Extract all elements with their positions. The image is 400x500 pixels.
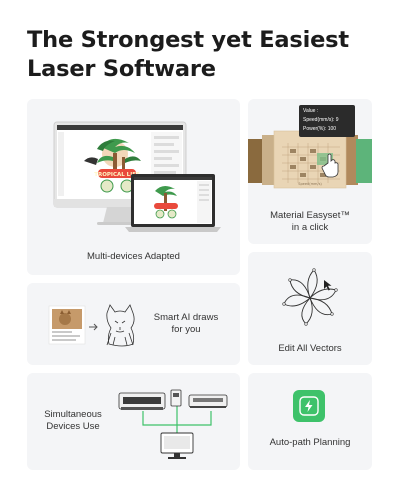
material-swatch-brown bbox=[344, 135, 358, 185]
smart-ai-card: Smart AI draws for you bbox=[27, 283, 240, 365]
tooltip-title: Value : bbox=[303, 108, 319, 114]
laser-module-icon bbox=[170, 389, 182, 407]
laser-cutter-icon bbox=[188, 394, 228, 408]
material-test-grid bbox=[273, 130, 347, 189]
value-tooltip: Value : Speed(mm/s): 9 Power(%): 100 bbox=[299, 105, 355, 137]
ai-drawing-illustration bbox=[48, 304, 135, 347]
tooltip-power: Power(%): 100 bbox=[303, 126, 337, 132]
arrow-right-icon bbox=[89, 323, 98, 331]
smart-ai-label: Smart AI draws for you bbox=[143, 312, 229, 336]
edit-vectors-card: Edit All Vectors bbox=[248, 252, 372, 365]
multi-devices-label: Multi-devices Adapted bbox=[87, 251, 180, 262]
headline: The Strongest yet Easiest Laser Software bbox=[27, 26, 387, 84]
material-swatch-green bbox=[356, 139, 372, 183]
headline-line-1: The Strongest yet Easiest bbox=[27, 27, 349, 53]
material-swatch-dark bbox=[248, 139, 262, 183]
desktop-monitor-icon: TROPICAL LIFE bbox=[53, 121, 187, 225]
auto-path-card: Auto-path Planning bbox=[248, 373, 372, 470]
material-easyset-label: Material Easyset™ in a click bbox=[248, 210, 372, 234]
tooltip-speed: Speed(mm/s): 9 bbox=[303, 117, 339, 123]
vector-flower-icon bbox=[283, 269, 337, 325]
simultaneous-label-line-2: Devices Use bbox=[46, 421, 100, 432]
simultaneous-label-line-1: Simultaneous bbox=[44, 409, 102, 420]
headline-line-2: Laser Software bbox=[27, 56, 216, 82]
material-easyset-card: Speed(mm/s) Value : Speed(mm/s): 9 Power… bbox=[248, 99, 372, 244]
smart-ai-label-line-1: Smart AI draws bbox=[153, 312, 219, 323]
pointer-cursor-icon bbox=[324, 280, 332, 291]
devices-network-illustration bbox=[118, 389, 228, 459]
connection-lines bbox=[142, 405, 212, 437]
laser-engraver-icon bbox=[118, 392, 166, 410]
simultaneous-devices-card: Simultaneous Devices Use bbox=[27, 373, 240, 470]
multi-devices-card: TROPICAL LIFE Multi-devices Ada bbox=[27, 99, 240, 275]
lightning-bolt-icon bbox=[293, 390, 325, 422]
auto-path-label: Auto-path Planning bbox=[269, 437, 351, 448]
banner-text: TROPICAL LIFE bbox=[94, 172, 140, 178]
material-swatch-wood bbox=[262, 135, 276, 185]
material-label-line-1: Material Easyset™ bbox=[270, 210, 350, 221]
multi-devices-illustration: TROPICAL LIFE bbox=[53, 121, 221, 232]
computer-monitor-icon bbox=[160, 432, 194, 459]
smart-ai-label-line-2: for you bbox=[171, 324, 201, 335]
cat-sketch-icon bbox=[106, 304, 135, 347]
edit-vectors-label: Edit All Vectors bbox=[278, 343, 342, 354]
laptop-icon bbox=[125, 174, 221, 232]
material-label-line-2: in a click bbox=[291, 222, 329, 233]
simultaneous-label: Simultaneous Devices Use bbox=[35, 409, 111, 433]
material-samples-illustration: Speed(mm/s) bbox=[248, 130, 372, 189]
vector-flower-illustration bbox=[282, 268, 338, 326]
hand-cursor-icon bbox=[321, 153, 339, 178]
chart-caption: Speed(mm/s) bbox=[298, 182, 322, 186]
